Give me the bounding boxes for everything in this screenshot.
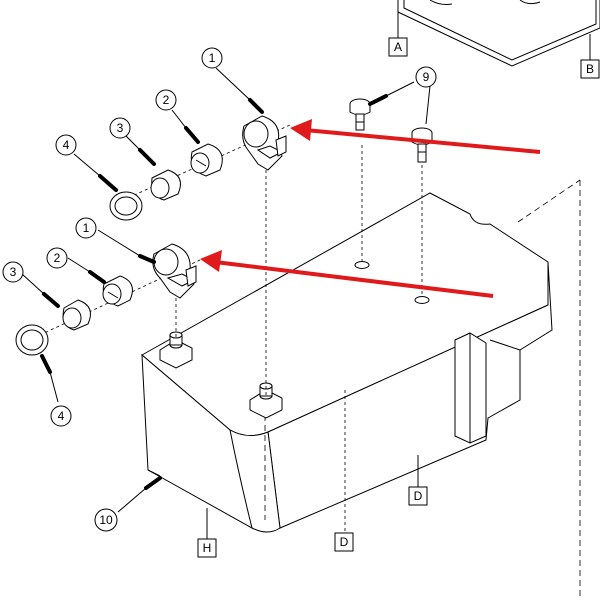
red-arrow-lower xyxy=(200,250,494,298)
callout-label: 1 xyxy=(209,51,216,65)
callout-4-lower: 4 xyxy=(50,405,72,427)
callout-1-lower: 1 xyxy=(75,217,97,239)
callout-label: 3 xyxy=(117,121,124,135)
tank-corner-leader xyxy=(147,469,161,477)
callout-label: 4 xyxy=(58,409,65,423)
callout-3-lower: 3 xyxy=(2,261,24,283)
label-text: B xyxy=(586,62,594,76)
label-text: A xyxy=(394,40,402,54)
tank-body xyxy=(141,145,581,600)
label-box-H: H xyxy=(197,538,217,558)
red-arrow-upper xyxy=(290,119,541,154)
callout-3-upper: 3 xyxy=(109,117,131,139)
callout-label: 2 xyxy=(163,93,170,107)
callout-1-upper: 1 xyxy=(201,47,223,69)
callout-2-upper: 2 xyxy=(155,89,177,111)
callout-label: 4 xyxy=(63,138,70,152)
fastener-9-right xyxy=(411,127,433,163)
callout-9: 9 xyxy=(415,66,437,88)
label-box-B: B xyxy=(580,59,600,79)
leaders xyxy=(21,67,431,539)
label-box-D-lower: D xyxy=(334,532,354,552)
callout-label: 9 xyxy=(423,70,430,84)
label-text: D xyxy=(340,535,349,549)
callout-label: 1 xyxy=(83,221,90,235)
lower-assembly xyxy=(15,243,201,356)
fastener-9-left xyxy=(349,98,371,131)
label-text: H xyxy=(203,541,212,555)
label-box-A: A xyxy=(388,37,408,57)
callout-label: 2 xyxy=(54,251,61,265)
callout-label: 10 xyxy=(99,513,113,527)
callout-4-upper: 4 xyxy=(55,134,77,156)
top-plate xyxy=(397,0,600,67)
label-text: D xyxy=(414,489,423,503)
upper-assembly xyxy=(109,115,291,395)
callout-2-lower: 2 xyxy=(46,247,68,269)
label-box-D-right: D xyxy=(408,486,428,506)
callout-label: 3 xyxy=(10,265,17,279)
callout-10: 10 xyxy=(94,508,118,532)
